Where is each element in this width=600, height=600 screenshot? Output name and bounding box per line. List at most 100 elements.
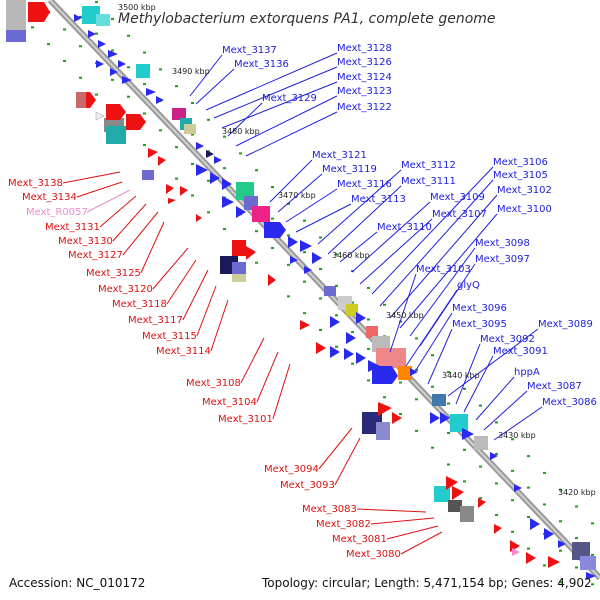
guide-dot: [575, 505, 578, 508]
leader-line: [152, 247, 189, 290]
guide-dot: [239, 152, 242, 155]
leader-line: [122, 211, 159, 256]
forward-gene-label: Mext_3129: [262, 93, 317, 104]
forward-gene-label: Mext_3095: [452, 319, 507, 330]
guide-dot: [319, 328, 322, 331]
tick-label: 3450 kbp: [386, 311, 424, 320]
guide-dot: [319, 236, 322, 239]
guide-dot: [527, 486, 530, 489]
leader-line: [99, 195, 137, 228]
guide-dot: [303, 219, 306, 222]
guide-dot: [175, 85, 178, 88]
tick-label: 3430 kbp: [498, 431, 536, 440]
guide-dot: [191, 133, 194, 136]
map-title: Methylobacterium extorquens PA1, complet…: [118, 11, 496, 27]
tick-label: 3470 kbp: [278, 191, 316, 200]
guide-dot: [63, 59, 66, 62]
guide-dot: [559, 549, 562, 552]
leader-line: [317, 169, 402, 245]
leader-line: [112, 203, 147, 242]
guide-dot: [303, 280, 306, 283]
leader-line: [62, 171, 121, 184]
guide-dot: [159, 129, 162, 132]
leader-line: [370, 517, 435, 525]
guide-dot: [511, 469, 514, 472]
leader-line: [493, 406, 543, 441]
leader-line: [285, 188, 338, 223]
guide-dot: [527, 547, 530, 550]
guide-dot: [271, 247, 274, 250]
leader-line: [389, 273, 417, 353]
forward-gene-label: Mext_3111: [401, 176, 456, 187]
reverse-gene-label: Mext_3108: [186, 378, 241, 389]
guide-dot: [495, 482, 498, 485]
guide-dot: [143, 144, 146, 147]
guide-dot: [463, 448, 466, 451]
leader-line: [400, 531, 443, 555]
reverse-gene-label: Mext_3094: [264, 464, 319, 475]
guide-dot: [191, 194, 194, 197]
guide-dot: [367, 318, 370, 321]
forward-gene-label: Mext_3092: [480, 334, 535, 345]
guide-dot: [79, 45, 82, 48]
tick-label: 3440 kbp: [442, 371, 480, 380]
forward-gene-label: glyQ: [457, 280, 480, 291]
guide-dot: [127, 66, 130, 69]
guide-dot: [207, 179, 210, 182]
leader-line: [213, 66, 338, 119]
tick-label: 3480 kbp: [222, 127, 260, 136]
guide-dot: [479, 497, 482, 500]
tick-label: 3420 kbp: [558, 488, 596, 497]
guide-dot: [95, 1, 98, 4]
leader-line: [339, 231, 378, 263]
guide-dot: [175, 177, 178, 180]
guide-dot: [79, 15, 82, 18]
forward-gene-label: Mext_3116: [337, 179, 392, 190]
guide-dot: [431, 354, 434, 357]
forward-gene-label: hppA: [514, 367, 540, 378]
guide-dot: [351, 331, 354, 334]
leader-line: [415, 312, 453, 371]
reverse-gene-label: Mext_3093: [280, 480, 335, 491]
leader-line: [455, 343, 481, 405]
guide-dot: [255, 261, 258, 264]
leader-line: [327, 185, 402, 255]
guide-dot: [255, 169, 258, 172]
guide-dot: [447, 463, 450, 466]
leader-line: [227, 102, 263, 137]
guide-dot: [271, 217, 274, 220]
leader-line: [196, 285, 217, 337]
guide-dot: [591, 522, 594, 525]
guide-dot: [127, 34, 130, 37]
forward-gene-label: Mext_3136: [234, 59, 289, 70]
forward-gene-label: Mext_3126: [337, 57, 392, 68]
guide-dot: [367, 379, 370, 382]
guide-dot: [303, 251, 306, 254]
forward-gene-label: Mext_3123: [337, 86, 392, 97]
guide-dot: [351, 362, 354, 365]
guide-dot: [127, 95, 130, 98]
guide-dot: [143, 112, 146, 115]
forward-gene-label: Mext_3128: [337, 43, 392, 54]
reverse-gene-label: Mext_3127: [68, 250, 123, 261]
reverse-gene-label: Mext_3101: [218, 414, 273, 425]
guide-dot: [415, 398, 418, 401]
guide-dot: [415, 429, 418, 432]
guide-dot: [287, 202, 290, 205]
tick-label: 3500 kbp: [118, 3, 156, 12]
guide-dot: [319, 268, 322, 271]
guide-dot: [463, 480, 466, 483]
reverse-gene-label: Mext_3131: [45, 222, 100, 233]
leader-line: [166, 259, 197, 305]
guide-dot: [223, 135, 226, 138]
tick-label: 3490 kbp: [172, 67, 210, 76]
reverse-gene-label: Mext_3138: [8, 178, 63, 189]
guide-dot: [431, 385, 434, 388]
reverse-gene-label: Mext_3081: [332, 534, 387, 545]
forward-gene-label: Mext_3122: [337, 102, 392, 113]
leader-line: [318, 427, 353, 470]
forward-gene-label: Mext_3103: [416, 264, 471, 275]
guide-dot: [431, 446, 434, 449]
forward-gene-label: Mext_3110: [377, 222, 432, 233]
guide-dot: [495, 452, 498, 455]
